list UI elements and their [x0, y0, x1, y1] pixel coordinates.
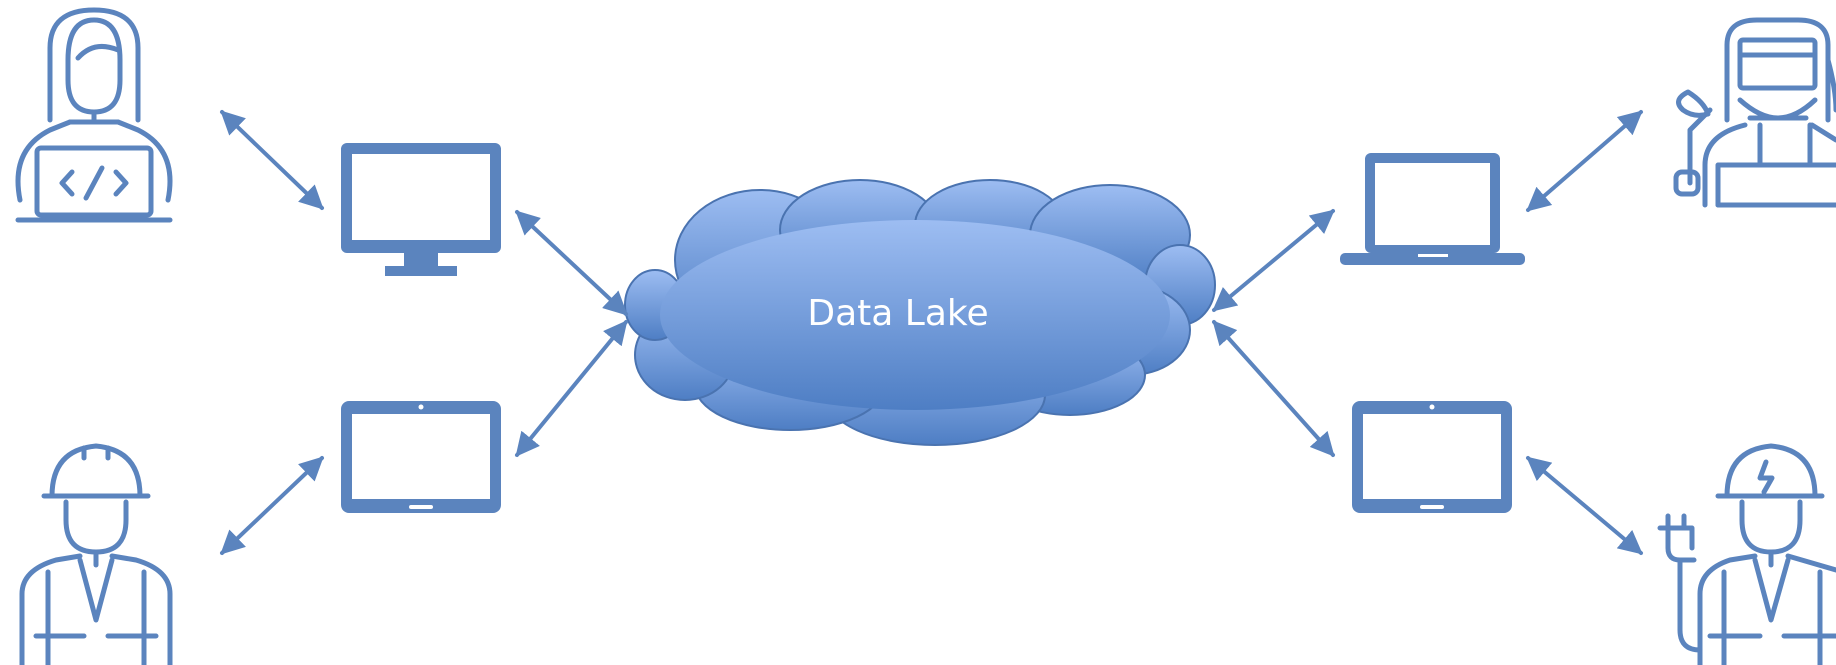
arrow-cloud-to-laptop — [1212, 209, 1335, 312]
desktop-monitor-icon — [341, 143, 501, 276]
arrow-electrician-to-tablet — [1526, 456, 1643, 555]
tablet-icon-right — [1352, 401, 1512, 513]
arrow-welder-to-laptop — [1526, 110, 1643, 212]
cloud-label: Data Lake — [807, 293, 988, 334]
welder-person-icon — [1673, 17, 1836, 208]
electrician-person-icon — [1657, 443, 1836, 665]
tablet-icon — [341, 401, 501, 513]
arrow-cloud-to-tablet-right — [1212, 320, 1335, 457]
arrow-worker-to-tablet — [220, 456, 324, 555]
arrow-desktop-to-cloud — [515, 210, 628, 316]
developer-person-icon — [15, 7, 173, 223]
arrow-developer-to-desktop — [220, 110, 324, 210]
laptop-icon — [1340, 153, 1525, 265]
construction-worker-icon — [19, 443, 173, 665]
data-lake-cloud: Data Lake — [624, 179, 1216, 446]
arrow-tablet-to-cloud — [515, 320, 628, 457]
